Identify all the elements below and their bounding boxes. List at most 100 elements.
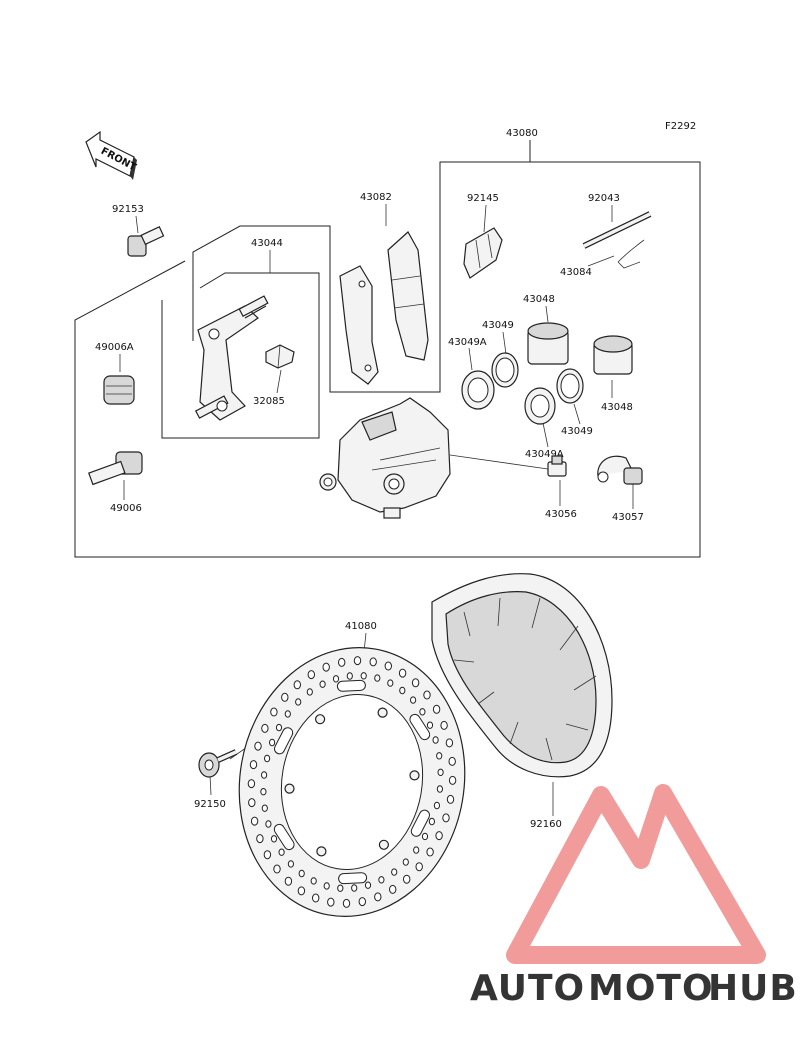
caliper-body [319, 397, 451, 519]
disc-hole [323, 882, 330, 890]
disc-hole [284, 876, 293, 886]
seal-43049A-lower [524, 387, 556, 425]
disc-hole [247, 779, 256, 789]
brake-pads-43082 [339, 231, 429, 385]
disc-mount-hole [316, 846, 327, 857]
disc-hole [261, 771, 268, 779]
label-92153: 92153 [112, 204, 144, 215]
disc-slot [336, 679, 366, 692]
disc-hole [337, 884, 344, 892]
label-43049A-upper: 43049A [448, 337, 487, 348]
label-43048-lower: 43048 [601, 402, 633, 413]
disc-hole [260, 788, 267, 796]
disc-hole [307, 670, 315, 680]
disc-hole [346, 672, 353, 680]
disc-hole [399, 686, 406, 695]
disc-hole [319, 680, 326, 688]
label-43049-lower: 43049 [561, 426, 593, 437]
disc-hole [312, 893, 320, 903]
disc-hole [248, 798, 256, 808]
disc-hole [435, 831, 443, 841]
disc-slot [409, 713, 431, 741]
pad-spring-92145 [463, 227, 503, 279]
disc-hole [353, 656, 362, 666]
disc-hole [360, 672, 367, 680]
caliper-bracket-43044 [194, 295, 269, 421]
disc-hole [423, 690, 431, 700]
label-92150: 92150 [194, 799, 226, 810]
disc-hole [421, 832, 429, 841]
disc-hole [389, 884, 397, 894]
disc-hole [263, 850, 272, 860]
disc-slot [273, 727, 294, 755]
label-92160: 92160 [530, 819, 562, 830]
bolt-92153 [127, 226, 165, 257]
disc-hole [332, 675, 340, 683]
seal-43049-upper [491, 352, 519, 388]
disc-hole [398, 668, 407, 678]
disc-hole [415, 862, 423, 872]
disc-hole [411, 678, 420, 688]
disc-slot [410, 809, 431, 837]
disc-hole [249, 760, 258, 770]
disc-hole [256, 834, 264, 844]
label-43048-upper: 43048 [523, 294, 555, 305]
disc-hole [413, 846, 420, 854]
disc-hole [358, 897, 366, 907]
piston-43048-lower [593, 335, 633, 375]
disc-hole [298, 869, 305, 878]
piston-43048-upper [527, 322, 569, 365]
disc-hole [426, 847, 434, 857]
disc-hole [402, 858, 409, 866]
label-41080: 41080 [345, 621, 377, 632]
disc-hole [374, 892, 382, 902]
pad-pin-92043 [582, 211, 652, 269]
disc-hole [293, 680, 301, 690]
disc-hole [281, 692, 289, 702]
label-43080: 43080 [506, 128, 538, 139]
disc-hole [306, 688, 313, 696]
disc-hole [387, 679, 394, 687]
disc-hole [436, 785, 443, 793]
label-49006: 49006 [110, 503, 142, 514]
brake-disc-41080 [238, 647, 466, 917]
disc-hole [327, 897, 335, 907]
disc-mount-hole [409, 770, 420, 781]
disc-mount-hole [315, 714, 326, 725]
label-92043: 92043 [588, 193, 620, 204]
disc-hole [374, 674, 381, 682]
disc-bolt-92150 [198, 749, 238, 778]
disc-hole [448, 756, 456, 766]
disc-mount-hole [284, 783, 295, 794]
disc-hole [270, 835, 278, 843]
disc-hole [384, 661, 392, 671]
disc-hole [295, 698, 302, 706]
disc-hole [250, 816, 259, 826]
disc-mount-hole [377, 707, 388, 718]
label-43044: 43044 [251, 238, 283, 249]
disc-hole [264, 754, 271, 763]
label-43082: 43082 [360, 192, 392, 203]
label-43057: 43057 [612, 512, 644, 523]
disc-hole [310, 877, 317, 885]
disc-slot [273, 823, 295, 851]
seal-43049A-upper [461, 370, 495, 410]
boot-49006A [103, 375, 135, 405]
disc-mount-hole [378, 839, 389, 850]
bleeder-cap-43057 [597, 455, 643, 485]
disc-hole [428, 817, 435, 826]
disc-hole [322, 662, 330, 672]
disc-hole [297, 886, 306, 896]
label-43049A-lower: 43049A [525, 449, 564, 460]
disc-hole [275, 723, 283, 732]
disc-hole [338, 657, 346, 667]
front-arrow-icon: FRONT [85, 130, 138, 180]
disc-hole [432, 704, 441, 714]
disc-hole [287, 860, 294, 868]
figure-code: F2292 [665, 121, 696, 132]
disc-hole [442, 813, 450, 823]
watermark-moto: MOTO [588, 968, 714, 1009]
disc-hole [432, 736, 439, 744]
bracket-frame [161, 272, 320, 439]
